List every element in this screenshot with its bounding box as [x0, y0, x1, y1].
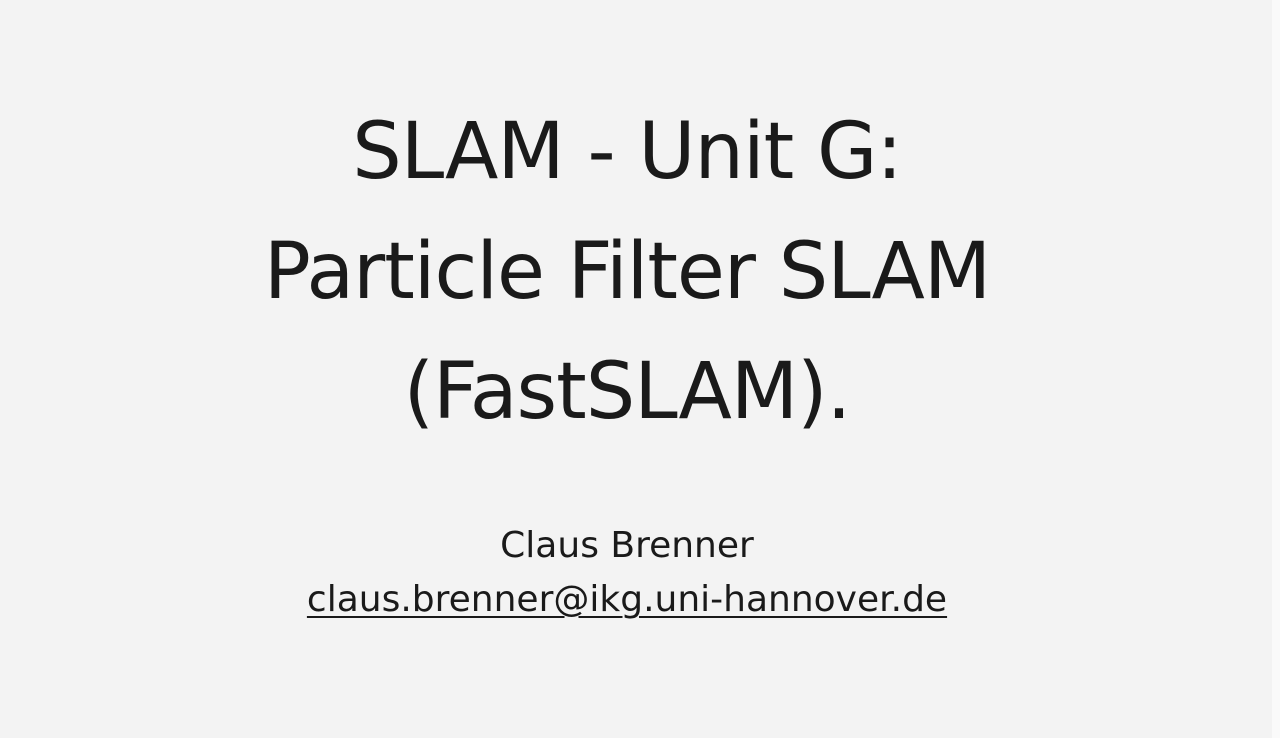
email-link[interactable]: claus.brenner@ikg.uni-hannover.de: [306, 579, 948, 620]
slide-right-edge: [1272, 0, 1280, 738]
slide-title: SLAM - Unit G: Particle Filter SLAM (Fas…: [0, 92, 1254, 452]
title-line-3: (FastSLAM).: [403, 347, 852, 437]
title-line-1: SLAM - Unit G:: [352, 107, 902, 197]
title-line-2: Particle Filter SLAM: [263, 227, 991, 317]
author-name: Claus Brenner: [500, 525, 754, 566]
author-email: claus.brenner@ikg.uni-hannover.de: [0, 576, 1254, 624]
